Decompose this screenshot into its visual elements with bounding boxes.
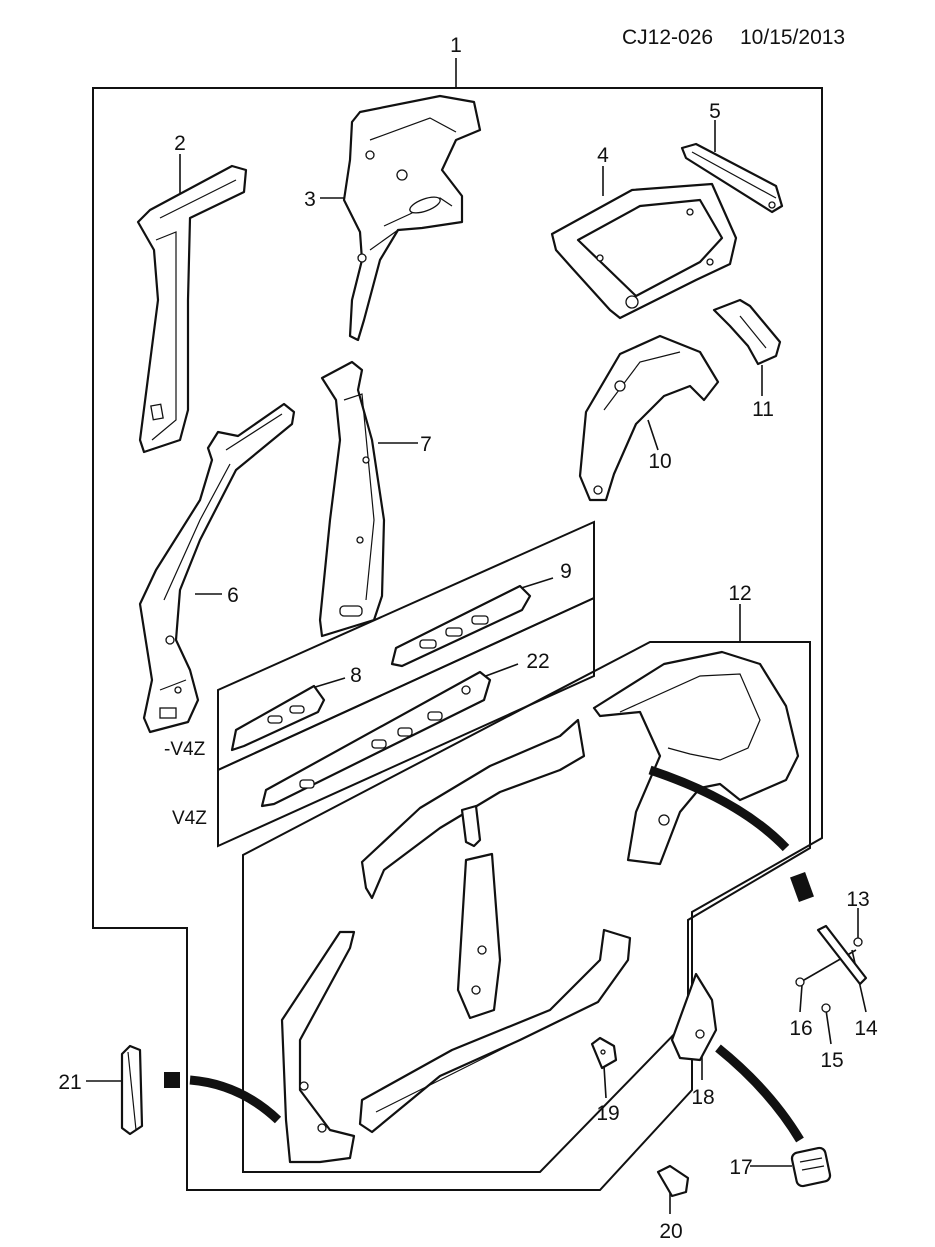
callout-16: 16: [789, 1017, 812, 1040]
part-17-vent: [790, 1146, 832, 1188]
callout-1: 1: [450, 34, 462, 57]
part-10-wheelhouse: [578, 334, 720, 502]
part-3-inner-quarter: [342, 94, 482, 342]
part-15-clip: [821, 1003, 831, 1013]
part-4-window-frame: [550, 182, 738, 320]
callout-10: 10: [648, 450, 671, 473]
part-19-plate: [590, 1036, 618, 1070]
part-14-molding: [816, 924, 868, 986]
variant-label-with-v4z: V4Z: [172, 808, 207, 829]
callout-19: 19: [596, 1102, 619, 1125]
box-part-22: [217, 596, 595, 848]
part-12-body-side-outer: [280, 650, 800, 1164]
callout-2: 2: [174, 132, 186, 155]
callout-3: 3: [304, 188, 316, 211]
callout-20: 20: [659, 1220, 682, 1243]
assembly-frame-outline: [92, 87, 823, 1191]
part-20-spacer: [656, 1164, 690, 1198]
callout-4: 4: [597, 144, 609, 167]
part-18-bracket: [670, 972, 718, 1062]
callout-12: 12: [728, 582, 751, 605]
part-9-reinforcement: [390, 584, 532, 668]
callout-9: 9: [560, 560, 572, 583]
indicator-arrows: [164, 765, 814, 1143]
part-6-hinge-pillar: [138, 402, 296, 734]
callout-18: 18: [691, 1086, 714, 1109]
callout-5: 5: [709, 100, 721, 123]
diagram-code: CJ12-026: [622, 26, 713, 49]
part-16-screw: [795, 977, 805, 987]
part-21-seal-cover: [120, 1044, 144, 1136]
part-2-pillar: [136, 164, 248, 454]
callout-11: 11: [752, 398, 774, 421]
part-22-reinforcement: [260, 670, 492, 808]
diagram-date: 10/15/2013: [740, 26, 845, 49]
part-11-bracket: [712, 298, 782, 366]
variant-label-without-v4z: -V4Z: [164, 739, 206, 760]
callout-17: 17: [729, 1156, 752, 1179]
part-7-b-pillar: [318, 360, 386, 638]
callout-13: 13: [846, 888, 869, 911]
callout-7: 7: [420, 433, 432, 456]
part-8-reinforcement: [230, 684, 326, 752]
callout-14: 14: [854, 1017, 878, 1040]
callout-8: 8: [350, 664, 362, 687]
callout-21: 21: [58, 1071, 81, 1094]
callout-15: 15: [820, 1049, 843, 1072]
part-13-nut: [853, 937, 863, 947]
callout-22: 22: [526, 650, 549, 673]
part-5-rail: [680, 142, 784, 214]
callout-6: 6: [227, 584, 239, 607]
